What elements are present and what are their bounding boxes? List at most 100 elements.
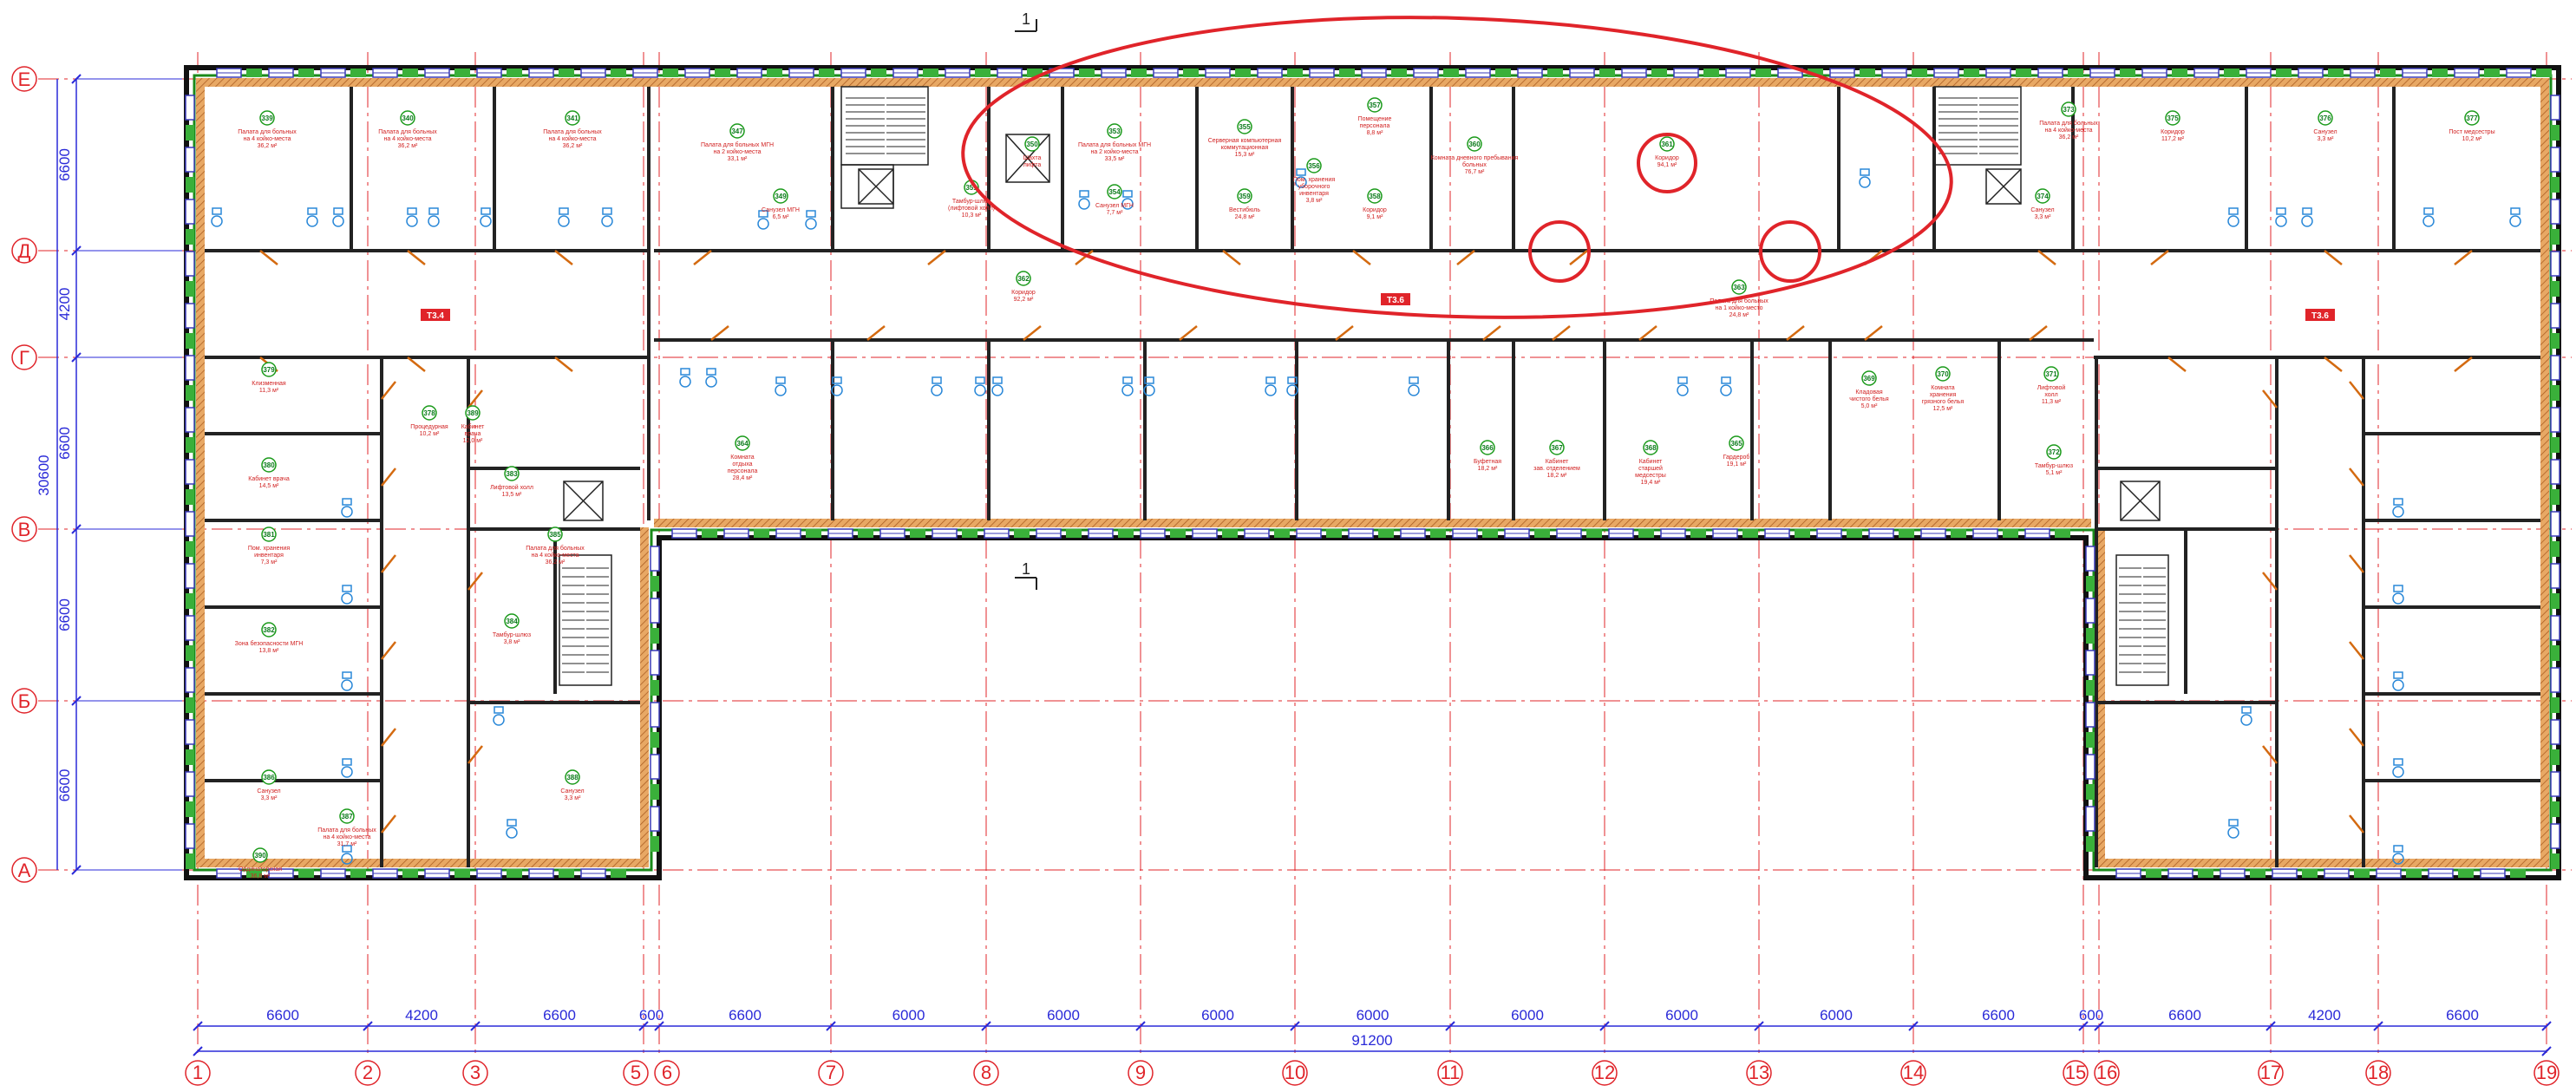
row-axis-label: Д <box>18 240 31 262</box>
room-name-line: Санузел <box>2030 207 2054 213</box>
room-number-badge <box>1367 97 1383 113</box>
room-name-line: Палата для больных МГН <box>701 141 774 148</box>
room-name-line: Комната <box>730 454 755 461</box>
room-name-line: 15,3 м² <box>1235 152 1255 158</box>
pier <box>1899 529 1914 538</box>
sanitary-fixture-tank <box>680 368 690 376</box>
sanitary-fixture-tank <box>706 368 716 376</box>
door-leaf <box>381 468 396 487</box>
sanitary-fixture-tank <box>342 758 352 766</box>
pier <box>402 69 418 77</box>
pier <box>2003 529 2018 538</box>
sanitary-fixture-tank <box>1122 190 1133 198</box>
room-name-line: Комната <box>1931 385 1955 391</box>
pier <box>2551 541 2560 557</box>
window <box>185 407 195 433</box>
dim-value: 6600 <box>2168 1007 2201 1023</box>
room-name-line: на 4 койко-места <box>548 135 596 142</box>
door-leaf <box>693 250 712 265</box>
sanitary-fixture-tank <box>1122 376 1133 384</box>
sanitary-fixture <box>931 384 943 396</box>
room-name-line: персонала <box>1360 123 1390 129</box>
dim-tick <box>654 1021 664 1031</box>
room-name-line: Палата для больных <box>1710 298 1769 304</box>
sanitary-fixture-tank <box>2302 207 2312 215</box>
window <box>185 511 195 537</box>
pier <box>2551 281 2560 297</box>
pier <box>2551 645 2560 661</box>
room-number-badge <box>465 405 481 421</box>
col-axis-label: 11 <box>1441 1062 1461 1083</box>
col-axis-bubble <box>818 1060 844 1086</box>
pier <box>2086 732 2095 748</box>
sanitary-fixture <box>2301 215 2313 227</box>
col-axis-label: 13 <box>1749 1062 1769 1083</box>
pier <box>1755 69 1771 77</box>
dim-value: 6600 <box>56 769 73 802</box>
room-number-badge <box>504 466 520 481</box>
door-leaf <box>2324 250 2343 265</box>
window <box>2550 95 2560 121</box>
room-name-line: 36,8 м² <box>251 873 271 879</box>
sanitary-fixture-tank <box>2393 845 2403 853</box>
dim-value: 6000 <box>1201 1007 1234 1023</box>
window <box>650 754 660 780</box>
pier <box>767 69 782 77</box>
sanitary-fixture <box>480 215 492 227</box>
room-name-line: Кабинет <box>461 423 485 430</box>
room-name-line: Палата для больных <box>2039 120 2098 127</box>
room-name-line: 7,3 м² <box>261 559 278 566</box>
pier <box>1079 69 1095 77</box>
sanitary-fixture-tank <box>2228 207 2239 215</box>
room-number: 350 <box>1026 141 1038 148</box>
sanitary-fixture <box>2240 714 2252 726</box>
room-number: 340 <box>402 114 414 122</box>
pier <box>298 869 314 878</box>
sanitary-fixture <box>2227 215 2239 227</box>
room-number: 365 <box>1730 440 1742 448</box>
room-number-badge <box>504 613 520 629</box>
pier <box>1795 529 1810 538</box>
pier <box>1482 529 1498 538</box>
room-number: 389 <box>467 409 479 417</box>
room-name-line: на 4 койко-места <box>323 834 370 840</box>
door-leaf <box>381 381 396 400</box>
sanitary-fixture <box>1859 176 1871 188</box>
pier <box>186 489 194 505</box>
room-name-line: 28,4 м² <box>733 475 753 481</box>
room-name-line: на 4 койко-места <box>2044 127 2092 134</box>
room-number-badge <box>1935 366 1951 382</box>
pier <box>923 69 938 77</box>
window <box>650 650 660 676</box>
room-name-line: отдыха <box>732 461 752 468</box>
room-number: 370 <box>1937 370 1949 378</box>
sanitary-fixture <box>991 384 1004 396</box>
sanitary-fixture <box>1295 176 1307 188</box>
room-name-line: Клизменная <box>252 381 286 387</box>
door-leaf <box>1179 325 1198 341</box>
sanitary-fixture-tank <box>806 210 816 218</box>
sanitary-fixture-tank <box>1287 376 1298 384</box>
pier <box>651 836 659 852</box>
row-axis-bubble <box>11 238 37 264</box>
room-number: 377 <box>2466 114 2478 122</box>
room-name-line: 94,1 м² <box>1657 162 1677 168</box>
room-name-line: врача <box>465 431 481 437</box>
room-number-badge <box>2043 366 2059 382</box>
pier <box>1326 529 1342 538</box>
dim-value: 6000 <box>1820 1007 1853 1023</box>
room-number: 358 <box>1369 193 1381 200</box>
window <box>185 147 195 173</box>
sanitary-fixture <box>1408 384 1420 396</box>
room-name-line: Палата для больных <box>543 128 602 135</box>
room-name-line: 9,1 м² <box>1367 214 1383 220</box>
